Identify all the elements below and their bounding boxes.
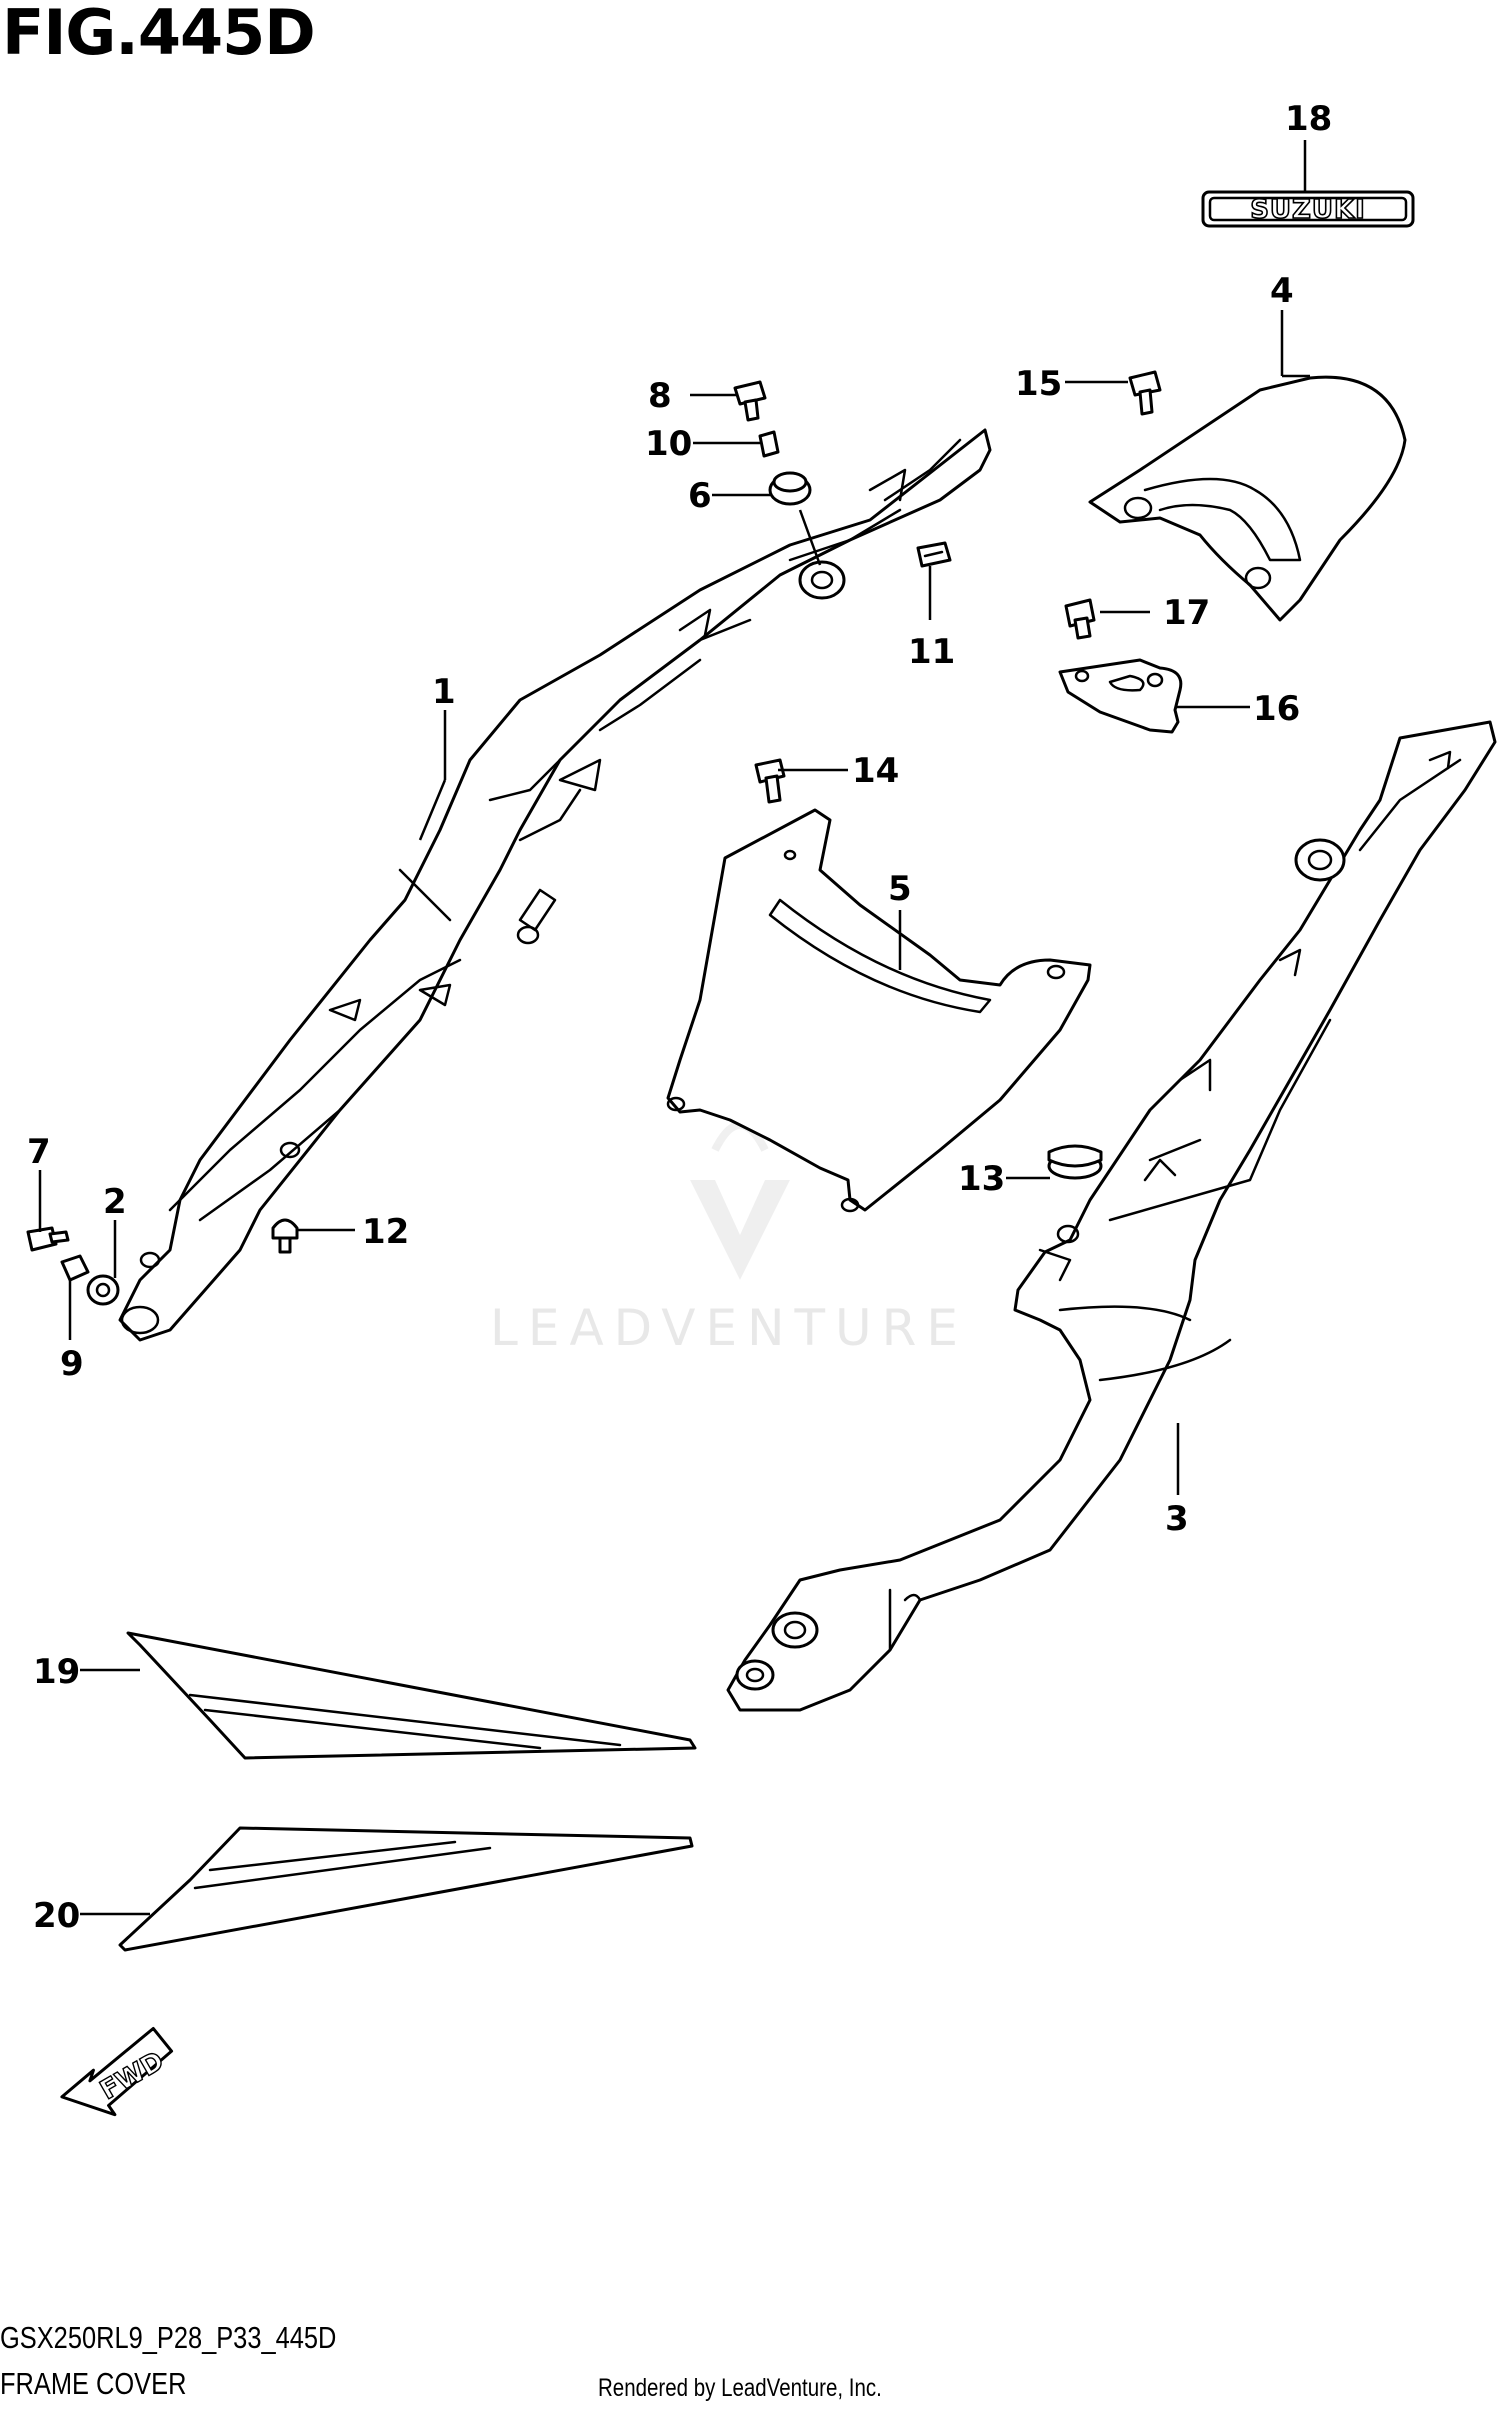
part-16-bracket[interactable] bbox=[1058, 658, 1183, 734]
part-8-screw[interactable] bbox=[733, 380, 767, 422]
part-1-left-frame-cover[interactable] bbox=[118, 428, 992, 1342]
part-6-grommet[interactable] bbox=[768, 471, 812, 506]
part-2-grommet[interactable] bbox=[86, 1274, 120, 1306]
part-9-collar[interactable] bbox=[60, 1254, 90, 1282]
rendered-by-credit: Rendered by LeadVenture, Inc. bbox=[598, 2374, 882, 2402]
callout-11[interactable]: 11 bbox=[908, 632, 955, 672]
callout-1[interactable]: 1 bbox=[432, 672, 456, 712]
part-19-stripe-decal[interactable] bbox=[126, 1631, 697, 1760]
callout-9[interactable]: 9 bbox=[60, 1344, 84, 1384]
callout-10[interactable]: 10 bbox=[645, 424, 692, 464]
forward-direction-arrow: FWD bbox=[60, 2026, 174, 2117]
callout-4[interactable]: 4 bbox=[1270, 271, 1294, 311]
part-17-bolt[interactable] bbox=[1064, 598, 1096, 640]
model-code: GSX250RL9_P28_P33_445D bbox=[0, 2320, 337, 2355]
callout-15[interactable]: 15 bbox=[1015, 364, 1062, 404]
callout-14[interactable]: 14 bbox=[852, 751, 899, 791]
callout-19[interactable]: 19 bbox=[33, 1652, 80, 1692]
part-15-screw[interactable] bbox=[1128, 370, 1162, 416]
callout-7[interactable]: 7 bbox=[27, 1132, 51, 1172]
part-11-clip-nut[interactable] bbox=[916, 541, 952, 568]
part-10-collar[interactable] bbox=[758, 430, 780, 458]
callout-18[interactable]: 18 bbox=[1285, 99, 1332, 139]
section-title: FRAME COVER bbox=[0, 2366, 187, 2401]
emblem-text: SUZUKI bbox=[1250, 195, 1366, 225]
part-3-right-frame-cover[interactable] bbox=[726, 720, 1497, 1712]
part-13-grommet[interactable] bbox=[1047, 1144, 1103, 1180]
watermark-text: LEADVENTURE bbox=[490, 1299, 968, 1357]
callout-2[interactable]: 2 bbox=[103, 1182, 127, 1222]
callout-12[interactable]: 12 bbox=[362, 1212, 409, 1252]
callout-17[interactable]: 17 bbox=[1163, 593, 1210, 633]
figure-title: FIG.445D bbox=[2, 0, 316, 69]
part-4-tail-cover[interactable] bbox=[1088, 375, 1407, 622]
part-20-stripe-decal[interactable] bbox=[118, 1826, 694, 1952]
part-14-screw[interactable] bbox=[754, 758, 786, 804]
part-18-suzuki-emblem[interactable]: SUZUKI bbox=[1201, 190, 1415, 228]
watermark-logo: LEADVENTURE bbox=[490, 1121, 968, 1357]
callout-13[interactable]: 13 bbox=[958, 1159, 1005, 1199]
callout-16[interactable]: 16 bbox=[1253, 689, 1300, 729]
part-5-center-cover[interactable] bbox=[666, 808, 1092, 1213]
callout-8[interactable]: 8 bbox=[648, 376, 672, 416]
part-12-rivet[interactable] bbox=[271, 1218, 299, 1254]
callout-20[interactable]: 20 bbox=[33, 1896, 80, 1936]
leader-lines bbox=[38, 140, 1310, 1916]
callout-6[interactable]: 6 bbox=[688, 476, 712, 516]
part-7-bolt[interactable] bbox=[26, 1226, 70, 1252]
callout-3[interactable]: 3 bbox=[1165, 1499, 1189, 1539]
callout-labels: 18 4 15 17 16 1 8 10 6 11 14 5 13 3 12 7… bbox=[27, 99, 1332, 1936]
callout-5[interactable]: 5 bbox=[888, 869, 912, 909]
